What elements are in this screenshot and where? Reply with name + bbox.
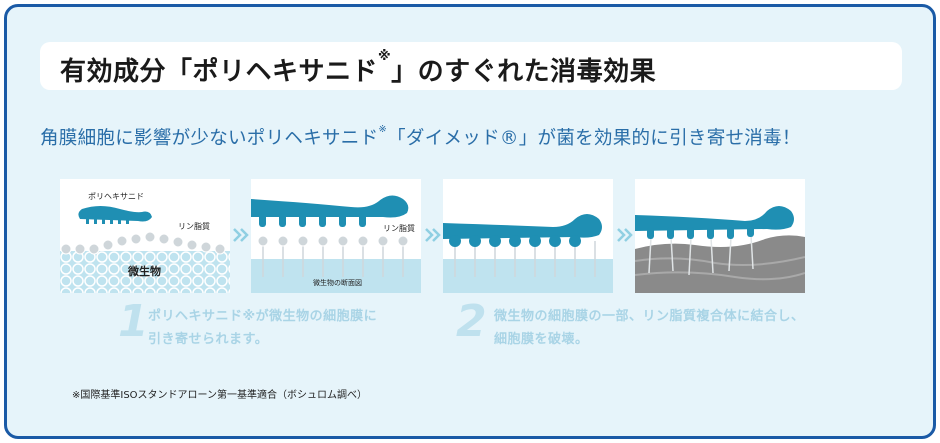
microbe-label: 微生物 [127,264,161,278]
footnote: ※国際基準ISOスタンドアローン第一基準適合（ボシュロム調べ） [72,390,368,401]
title-footnote-mark: ※ [378,49,392,64]
section-label: 微生物の断面図 [313,278,362,287]
lipid-label: リン脂質 [178,221,210,231]
diagram-panel-1: ポリヘキサニド リン脂質 微生物 [60,179,230,293]
step-2-text: 微生物の細胞膜の一部、リン脂質複合体に結合し、 細胞膜を破壊。 [494,309,805,347]
title-box [40,42,902,90]
page-title: 有効成分「ポリヘキサニド※」のすぐれた消毒効果 [60,49,657,87]
chevron-right-icon [424,226,442,248]
step-1-number: 1 [118,296,149,347]
chevron-right-icon [616,226,634,248]
subtitle-footnote-mark: ※ [378,124,388,135]
step-1-text: ポリヘキサニド※が微生物の細胞膜に 引き寄せられます。 [148,309,378,347]
lipid-label: リン脂質 [383,223,415,233]
diagram-panel-4 [635,179,805,293]
subtitle: 角膜細胞に影響が少ないポリヘキサニド※「ダイメッド®」が菌を効果的に引き寄せ消毒… [40,124,801,149]
diagram-panel-3 [443,179,613,293]
step-2-number: 2 [456,296,487,347]
chevron-right-icon [232,226,250,248]
polymer-label: ポリヘキサニド [88,192,144,201]
diagram-panel-2: リン脂質 微生物の断面図 [251,179,421,293]
